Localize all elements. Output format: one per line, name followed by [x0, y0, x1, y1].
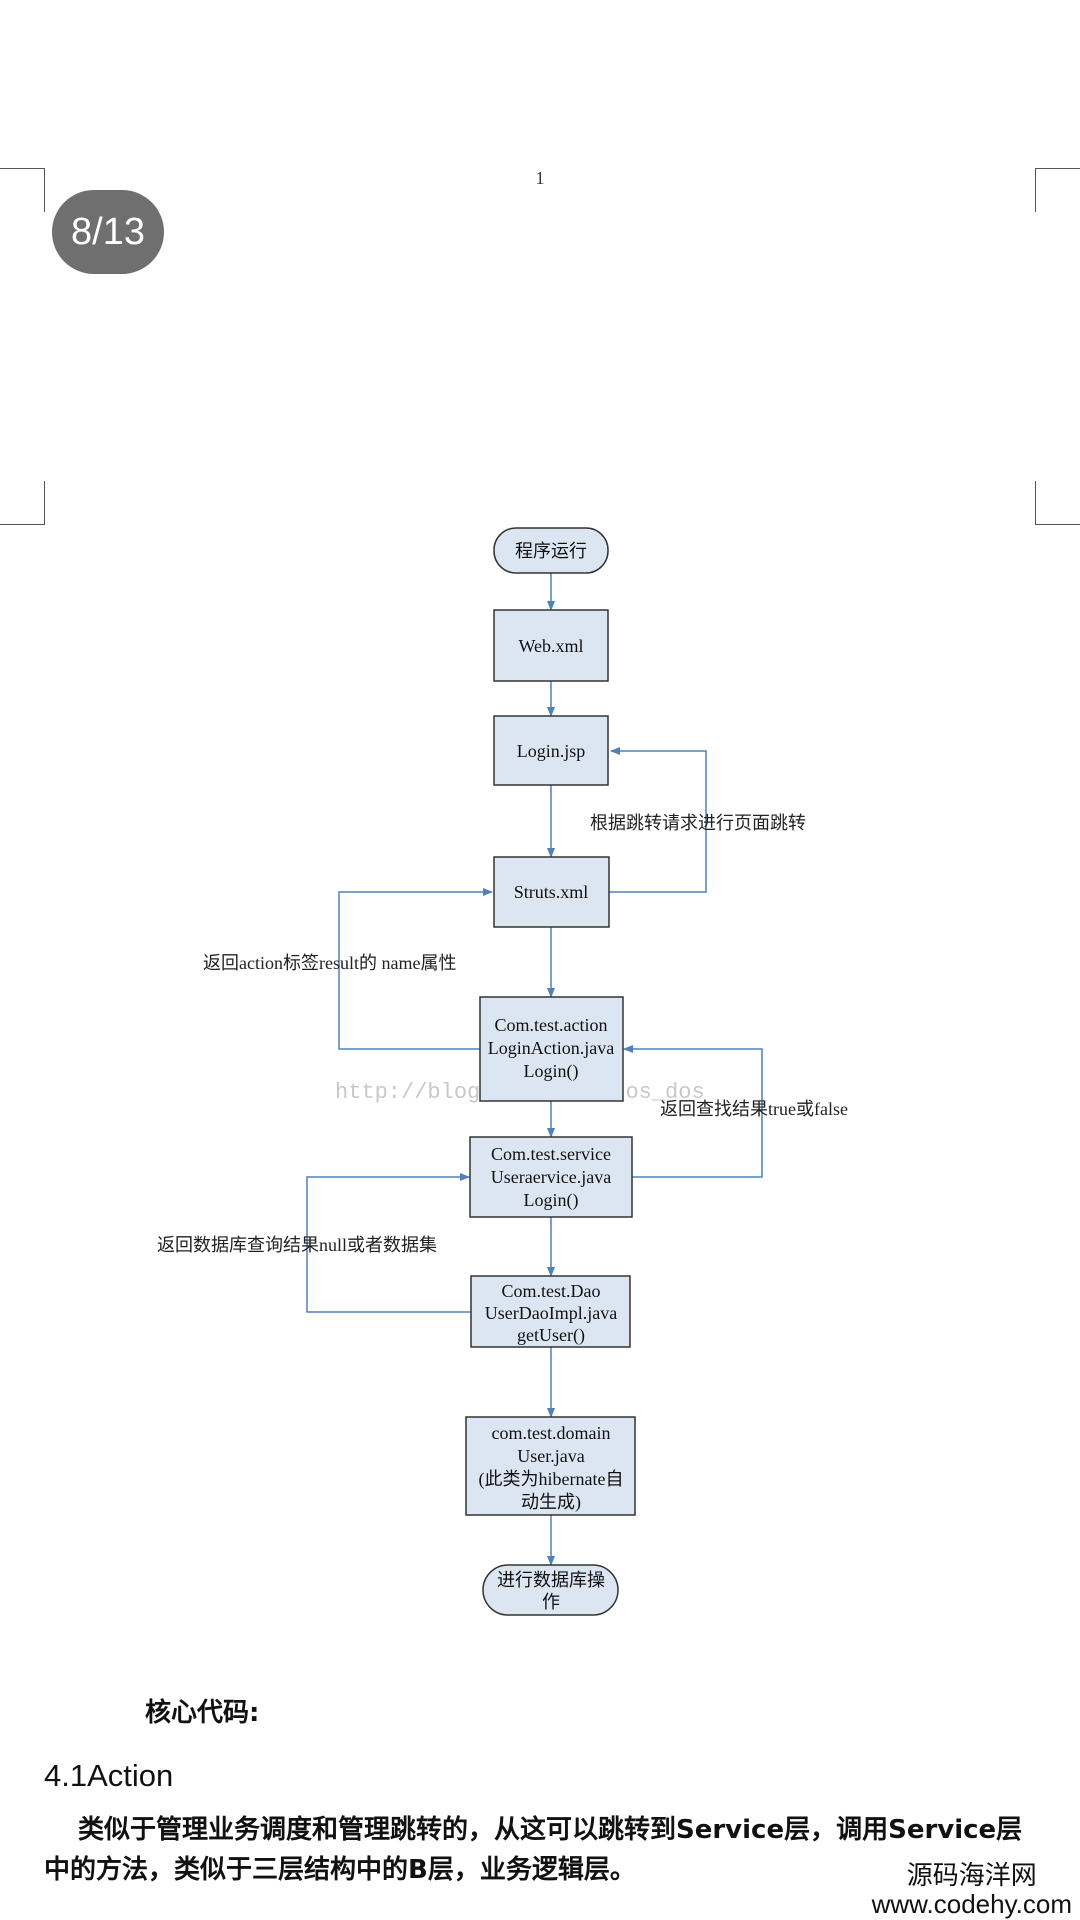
arrow-struts-to-login-loop [609, 747, 707, 893]
crop-mark-top-left-h [0, 168, 44, 169]
node-end [482, 1564, 619, 1616]
node-domain [465, 1416, 636, 1516]
site-watermark-name: 源码海洋网 [906, 1860, 1037, 1890]
flowchart: http://blog.csdn.net/dos_dos 程序运行 Web.xm… [157, 527, 848, 1616]
node-action [479, 996, 624, 1102]
crop-mark-mid-left-h [0, 524, 44, 525]
crop-mark-top-right-h [1036, 168, 1080, 169]
site-watermark: 源码海洋网 www.codehy.com [872, 1860, 1072, 1918]
node-domain-line-3: (此类为hibernate自 [479, 1469, 624, 1490]
node-web-xml [493, 609, 609, 682]
node-login-jsp [493, 715, 609, 786]
crop-mark-top-left-v [44, 168, 45, 212]
node-action-line-3: Login() [524, 1061, 579, 1082]
page-indicator-badge: 8/13 [52, 190, 164, 274]
node-web-xml-label: Web.xml [518, 636, 583, 656]
crop-mark-top-right-v [1035, 168, 1036, 212]
page-number: 1 [535, 168, 545, 188]
section-paragraph: 类似于管理业务调度和管理跳转的，从这可以跳转到Service层，调用Servic… [44, 1815, 1023, 1885]
node-dao-line-2: UserDaoImpl.java [485, 1303, 617, 1323]
node-dao-line-1: Com.test.Dao [502, 1281, 601, 1301]
node-struts-xml-label: Struts.xml [514, 882, 589, 902]
label-redirect: 根据跳转请求进行页面跳转 [590, 813, 806, 833]
node-domain-line-2: User.java [517, 1446, 584, 1466]
node-login-jsp-label: Login.jsp [517, 741, 586, 761]
node-domain-line-1: com.test.domain [492, 1423, 611, 1443]
node-action-line-1: Com.test.action [495, 1015, 608, 1035]
node-struts-xml [493, 856, 610, 928]
node-end-line-2: 作 [542, 1592, 560, 1612]
node-dao-line-3: getUser() [517, 1325, 585, 1346]
arrow-action-to-struts-loop [338, 888, 493, 1050]
node-action-line-2: LoginAction.java [488, 1038, 614, 1058]
label-return-db: 返回数据库查询结果null或者数据集 [157, 1235, 437, 1255]
section-heading: 4.1Action [44, 1758, 174, 1793]
label-return-bool: 返回查找结果true或false [660, 1099, 848, 1119]
core-code-label: 核心代码: [145, 1698, 260, 1728]
node-service [469, 1136, 633, 1218]
arrow-dao-to-service-loop [306, 1173, 471, 1313]
node-start-label: 程序运行 [515, 541, 587, 561]
node-service-line-2: Useraervice.java [491, 1167, 611, 1187]
node-domain-line-4: 动生成) [521, 1492, 581, 1513]
arrow-service-to-action-loop [623, 1045, 763, 1178]
crop-mark-mid-right-h [1036, 524, 1080, 525]
crop-mark-mid-right-v [1035, 481, 1036, 525]
node-service-line-1: Com.test.service [491, 1144, 611, 1164]
crop-mark-mid-left-v [44, 481, 45, 525]
node-dao [470, 1275, 631, 1348]
node-end-line-1: 进行数据库操 [497, 1570, 605, 1590]
node-service-line-3: Login() [524, 1190, 579, 1211]
node-start [493, 527, 609, 574]
site-watermark-url: www.codehy.com [871, 1889, 1072, 1919]
label-return-result: 返回action标签result的 name属性 [203, 953, 456, 973]
